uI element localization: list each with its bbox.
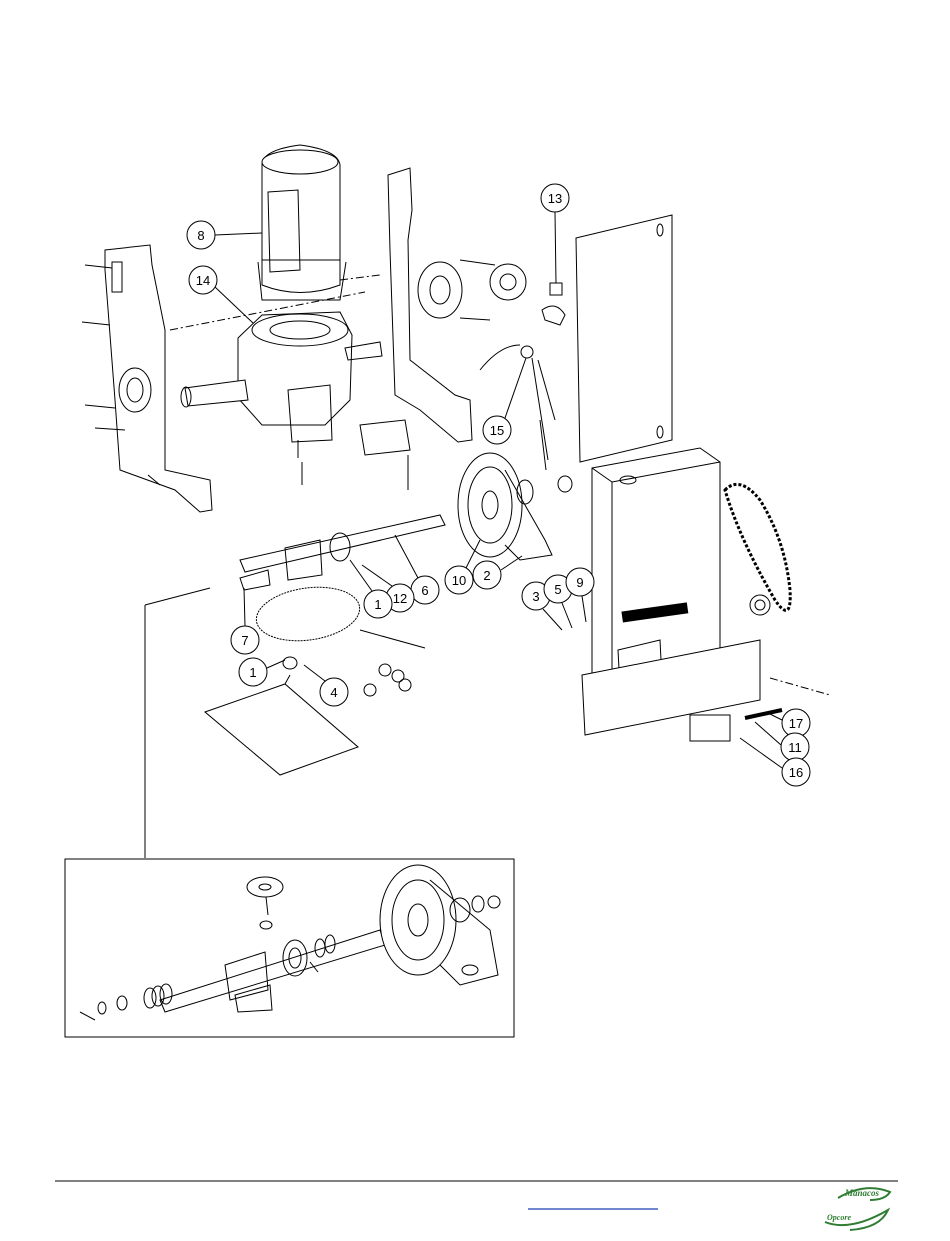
callout-8: 8 — [187, 221, 262, 249]
callout-label: 5 — [554, 582, 561, 597]
emergency-release-chain — [480, 345, 555, 470]
gearbox-assembly — [181, 312, 382, 485]
callout-label: 1 — [374, 597, 381, 612]
callout-label: 4 — [330, 685, 337, 700]
callout-label: 14 — [196, 273, 210, 288]
fitting — [542, 283, 565, 325]
callout-4: 4 — [304, 665, 348, 706]
limit-bracket — [360, 420, 410, 490]
callout-label: 9 — [576, 575, 583, 590]
callout-1-lower: 1 — [239, 658, 285, 686]
logo-text-top: Manacos — [844, 1188, 880, 1198]
logo-text-bottom: Opcore — [827, 1213, 851, 1222]
detail-inset — [65, 859, 514, 1037]
right-bracket — [388, 168, 526, 442]
callout-13: 13 — [541, 184, 569, 283]
callout-7: 7 — [231, 588, 259, 654]
cover-panel — [576, 215, 672, 462]
callout-15: 15 — [483, 358, 526, 444]
callout-label: 13 — [548, 191, 562, 206]
callout-label: 16 — [789, 765, 803, 780]
solenoid — [690, 710, 782, 741]
clutch-sprocket — [458, 453, 572, 560]
callout-2: 2 — [473, 556, 522, 589]
motor-assembly — [258, 145, 346, 300]
drive-chain — [725, 484, 790, 615]
callout-label: 17 — [789, 716, 803, 731]
callout-1-upper: 1 — [350, 560, 392, 618]
operator-housing — [582, 448, 760, 735]
callout-label: 15 — [490, 423, 504, 438]
footer — [55, 1181, 898, 1209]
callout-label: 3 — [532, 589, 539, 604]
callout-label: 11 — [788, 740, 802, 755]
callout-label: 6 — [421, 583, 428, 598]
callout-label: 1 — [249, 665, 256, 680]
callout-label: 10 — [452, 573, 466, 588]
callout-label: 2 — [483, 568, 490, 583]
callout-label: 8 — [197, 228, 204, 243]
callout-14: 14 — [189, 266, 253, 323]
callout-label: 7 — [241, 633, 248, 648]
drive-shaft — [240, 515, 445, 590]
callout-label: 12 — [393, 591, 407, 606]
company-logo: Manacos Opcore — [825, 1188, 890, 1230]
